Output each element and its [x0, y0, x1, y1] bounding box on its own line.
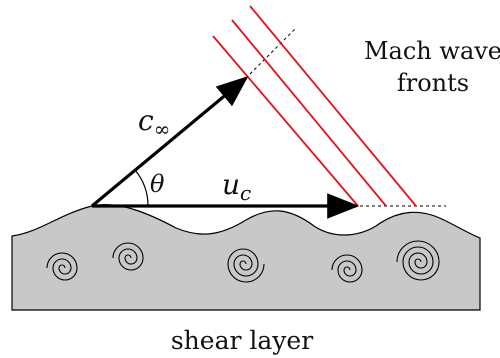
sound-speed-label: c∞	[138, 104, 170, 141]
sound-speed-vector	[90, 75, 249, 208]
angle-arc	[134, 169, 149, 207]
vortex-4	[331, 254, 363, 283]
wave-front-2	[231, 19, 387, 207]
vortex-2	[112, 242, 144, 271]
mach-wave-fronts	[212, 5, 417, 207]
shear-layer-label: shear layer	[171, 326, 313, 355]
convective-velocity-label: uc	[222, 168, 251, 205]
mach-wave-label-line1: Mach wave	[364, 37, 500, 65]
wave-front-3	[249, 5, 417, 207]
sound-speed-symbol: c	[138, 104, 154, 137]
vortex-3	[227, 248, 265, 283]
vortex-1	[46, 252, 78, 281]
convective-velocity-subscript: c	[240, 181, 251, 205]
convective-velocity-symbol: u	[222, 168, 240, 201]
mach-wave-label-line2: fronts	[397, 69, 469, 97]
dashed-extension-sound	[249, 27, 297, 75]
wave-front-1	[212, 35, 359, 207]
vortex-5	[396, 240, 440, 281]
angle-label: θ	[150, 170, 165, 198]
vortex-group	[46, 240, 440, 283]
sound-speed-subscript: ∞	[154, 117, 171, 141]
